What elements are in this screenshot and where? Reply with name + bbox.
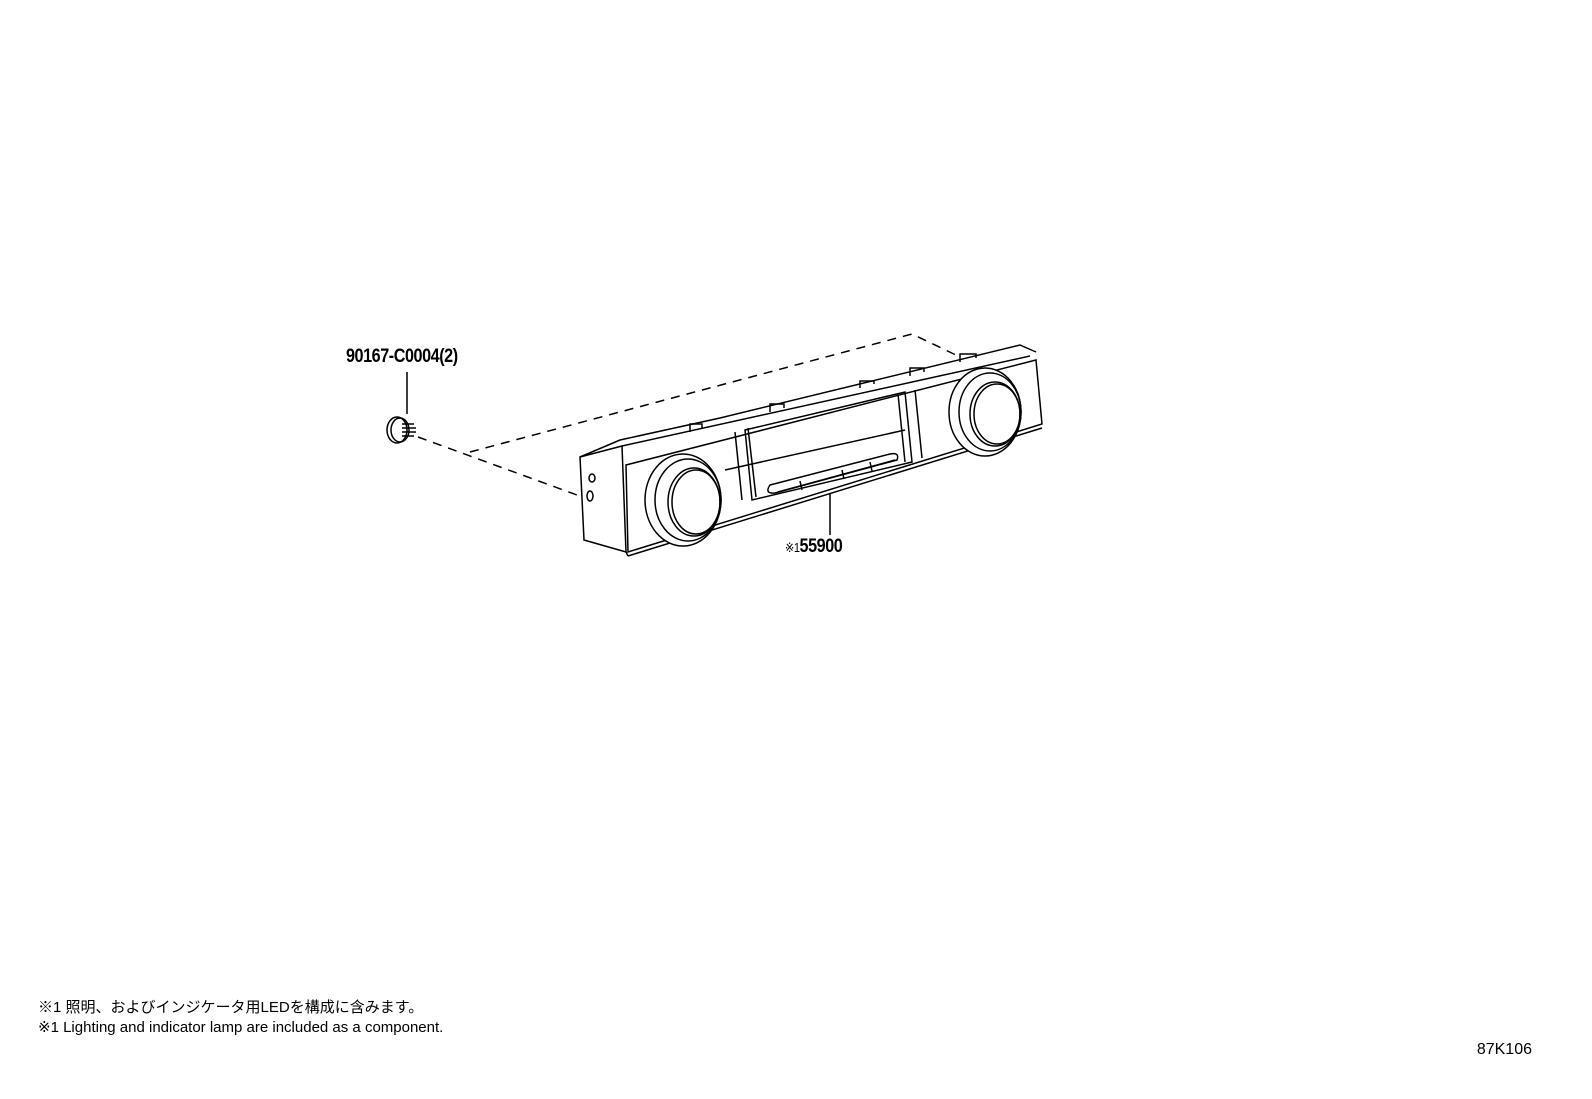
panel-part-number-label[interactable]: ※155900 [785,536,843,558]
panel-part-number: 55900 [799,536,843,557]
screw-icon [386,416,416,444]
panel-note-marker: ※1 [785,540,800,555]
note-japanese: ※1 照明、およびインジケータ用LEDを構成に含みます。 [38,999,424,1016]
note-english: ※1 Lighting and indicator lamp are inclu… [38,1019,444,1036]
control-panel-icon [579,344,1043,557]
assembly-dashed-lines [417,333,959,496]
screw-part-number[interactable]: 90167-C0004(2) [346,346,458,367]
illustration-code: 87K106 [1476,1041,1532,1058]
